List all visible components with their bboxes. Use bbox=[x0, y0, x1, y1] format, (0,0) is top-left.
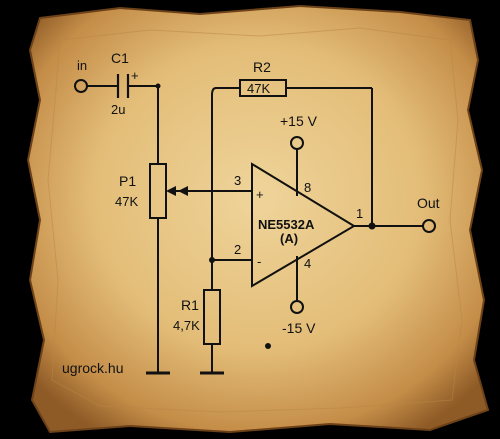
p1-name-label: P1 bbox=[119, 173, 136, 189]
pin1-label: 1 bbox=[356, 206, 363, 221]
vminus-terminal-icon bbox=[290, 300, 304, 314]
pin4-label: 4 bbox=[304, 256, 311, 271]
parchment-stain bbox=[47, 27, 463, 413]
junction-node-inverting bbox=[209, 257, 215, 263]
resistor-icon-r2 bbox=[239, 79, 287, 97]
input-terminal-icon bbox=[74, 79, 88, 93]
output-label: Out bbox=[417, 195, 440, 211]
pin3-label: 3 bbox=[234, 173, 241, 188]
vplus-terminal-icon bbox=[290, 136, 304, 150]
signal-arrow-icon bbox=[178, 186, 188, 196]
credit-label: ugrock.hu bbox=[62, 360, 123, 376]
r2-name-label: R2 bbox=[253, 59, 271, 75]
pin2-label: 2 bbox=[234, 242, 241, 257]
capacitor-icon bbox=[116, 74, 130, 98]
opamp-unit-label: (A) bbox=[280, 231, 298, 246]
c1-name-label: C1 bbox=[111, 50, 129, 66]
vminus-label: -15 V bbox=[282, 320, 316, 336]
p1-value-label: 47K bbox=[115, 194, 138, 209]
r2-value-label: 47K bbox=[247, 81, 270, 96]
c1-plus-label: + bbox=[131, 68, 139, 83]
inverting-sign: - bbox=[257, 254, 261, 269]
input-label: in bbox=[77, 58, 87, 73]
vplus-label: +15 V bbox=[280, 113, 318, 129]
pin8-label: 8 bbox=[304, 180, 311, 195]
junction-node-c1-p1 bbox=[155, 83, 161, 89]
c1-value-label: 2u bbox=[111, 102, 125, 117]
opamp-name-label: NE5532A bbox=[258, 217, 315, 232]
output-terminal-icon bbox=[422, 219, 436, 233]
opamp-icon bbox=[251, 162, 356, 288]
noninverting-sign: + bbox=[256, 187, 264, 202]
wires bbox=[87, 85, 423, 372]
resistor-icon-r1 bbox=[203, 289, 221, 345]
stray-dot bbox=[265, 343, 271, 349]
potentiometer-icon bbox=[149, 163, 176, 219]
r1-value-label: 4,7K bbox=[173, 318, 200, 333]
r1-name-label: R1 bbox=[181, 297, 199, 313]
junction-node-output bbox=[368, 222, 376, 230]
